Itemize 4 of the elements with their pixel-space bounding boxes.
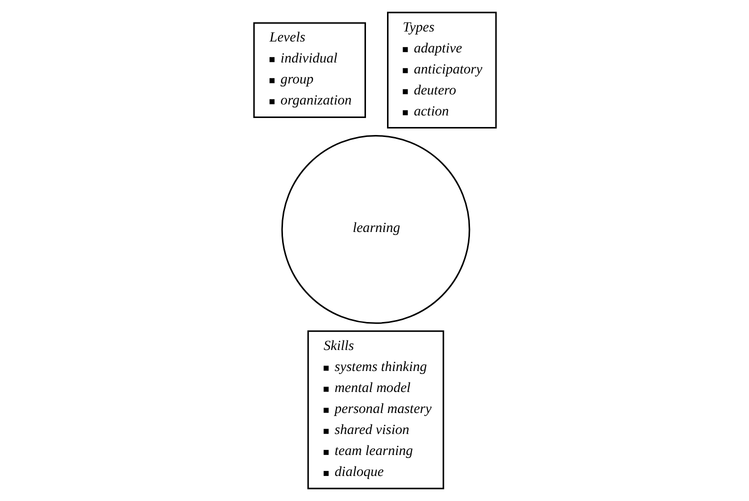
node-box: Levels individual group organization [252,22,366,118]
node-box: Skills systems thinking mental model personal mastery shared vision team learning dialoque [306,330,444,490]
node-circle: learning [280,135,470,324]
node-box: Types adaptive anticipatory deutero action [386,12,496,128]
